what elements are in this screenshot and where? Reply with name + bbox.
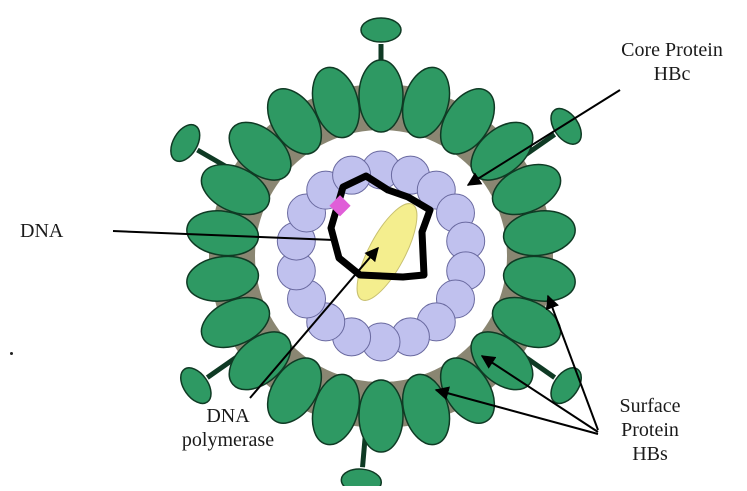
core-protein-label: Core Protein HBc [602,38,742,86]
dna-polymerase-label-line1: DNA [168,404,288,428]
core-protein-label-line2: HBc [602,62,742,86]
stray-dot [10,352,13,355]
dna-polymerase-label-line2: polymerase [168,428,288,452]
surface-protein-label-line2: Protein [590,418,710,442]
spike-knob [545,103,588,150]
surface-protein [359,380,403,452]
spike-knob [175,362,218,409]
surface-protein-label: Surface Protein HBs [590,394,710,466]
spike-knob [340,467,382,486]
surface-protein-label-line3: HBs [590,442,710,466]
surface-protein [359,60,403,132]
spike-knob [361,18,401,42]
spike-knob [165,120,206,167]
surface-protein-label-line1: Surface [590,394,710,418]
dna-polymerase-label: DNA polymerase [168,404,288,452]
dna-label: DNA [20,219,63,243]
core-protein-label-line1: Core Protein [602,38,742,62]
